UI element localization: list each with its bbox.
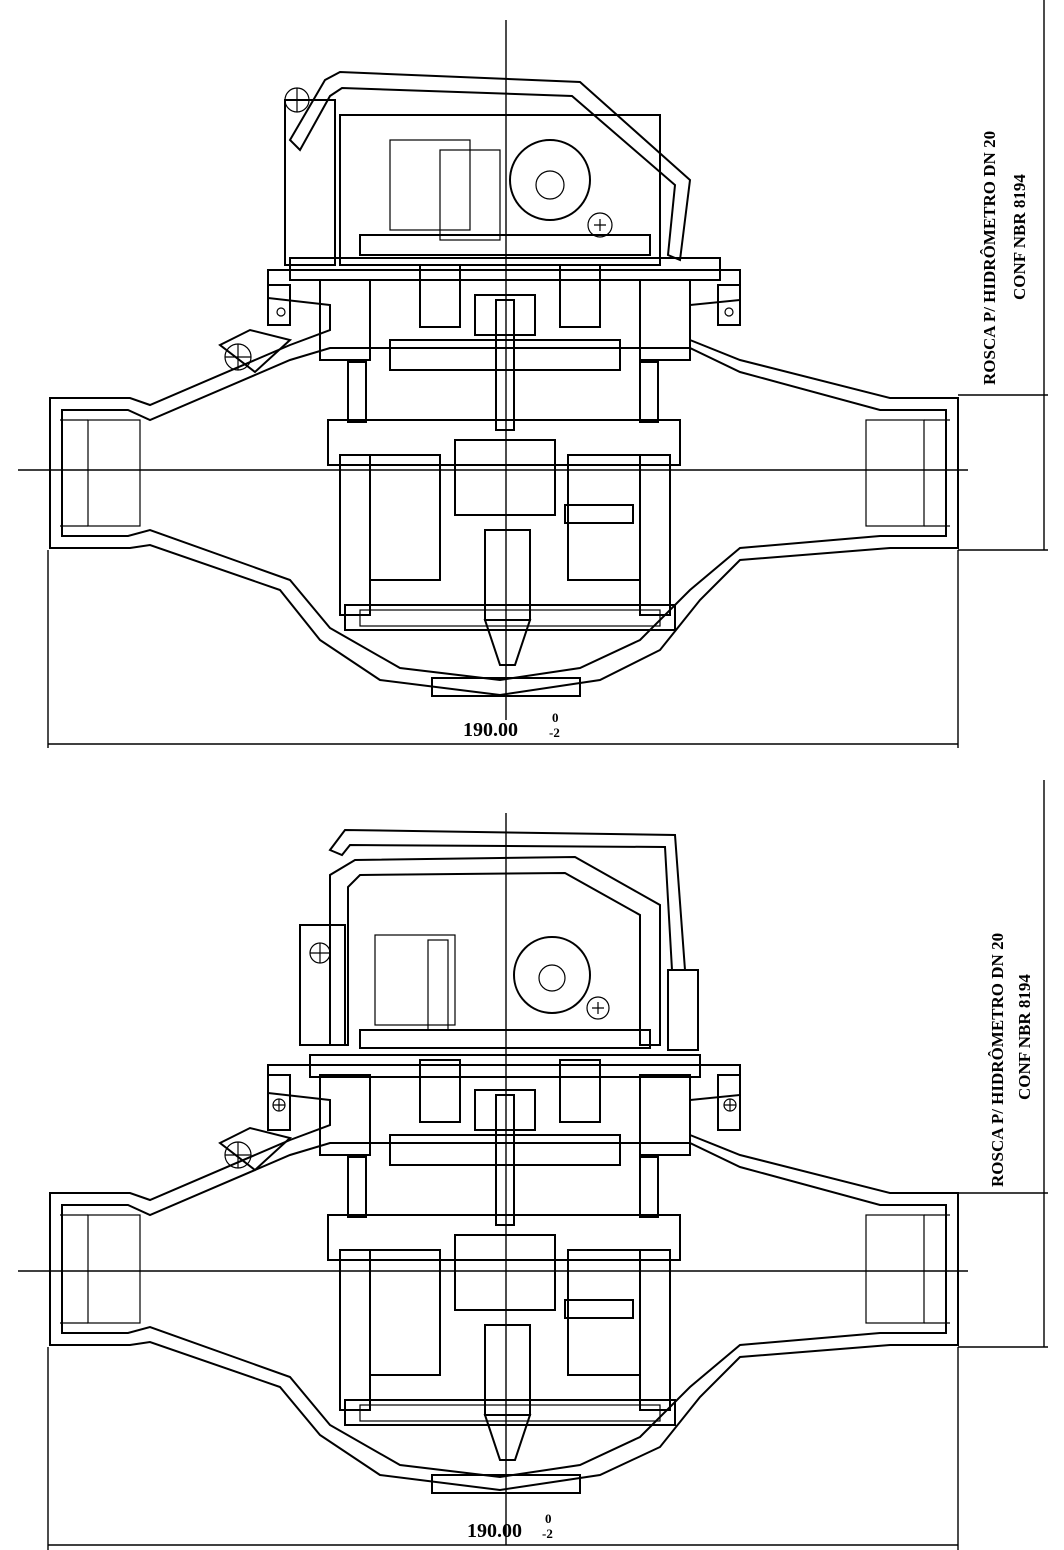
thread-note-line1-bottom: ROSCA P/ HIDRÔMETRO DN 20 — [988, 933, 1007, 1187]
thread-note-bracket-top — [958, 0, 1048, 551]
tolerance-lower-top: -2 — [549, 725, 560, 740]
dimension-overall-length-bottom — [47, 1347, 959, 1550]
centerlines-top — [18, 20, 968, 720]
register-base-bottom — [267, 1054, 741, 1226]
dimension-value-bottom: 190.00 — [467, 1520, 522, 1542]
meter-section-drawing-top: 190.00 0 -2 ROSCA P/ HIDRÔMETRO DN 20 CO… — [18, 0, 1048, 748]
thread-note-line2-bottom: CONF NBR 8194 — [1015, 974, 1034, 1100]
thread-note-line1-top: ROSCA P/ HIDRÔMETRO DN 20 — [980, 131, 999, 385]
thread-note-line2-top: CONF NBR 8194 — [1010, 174, 1029, 300]
measuring-chamber-bottom — [327, 1156, 681, 1461]
measuring-chamber-top — [327, 361, 681, 666]
register-top — [284, 70, 692, 266]
seal-lug-top — [218, 328, 293, 374]
register-bottom — [299, 828, 699, 1051]
centerlines-bottom — [18, 813, 968, 1545]
dimension-overall-length-top — [47, 550, 959, 748]
meter-section-drawing-bottom: 190.00 0 -2 ROSCA P/ HIDRÔMETRO DN 20 CO… — [0, 775, 1064, 1550]
dimension-value-top: 190.00 — [463, 719, 518, 741]
register-base-top — [267, 257, 741, 431]
meter-body-top — [49, 269, 959, 697]
tolerance-upper-top: 0 — [552, 710, 559, 725]
thread-note-bracket-bottom — [958, 780, 1048, 1348]
tolerance-upper-bottom: 0 — [545, 1511, 552, 1526]
tolerance-lower-bottom: -2 — [542, 1526, 553, 1541]
seal-lug-bottom — [218, 1126, 293, 1172]
